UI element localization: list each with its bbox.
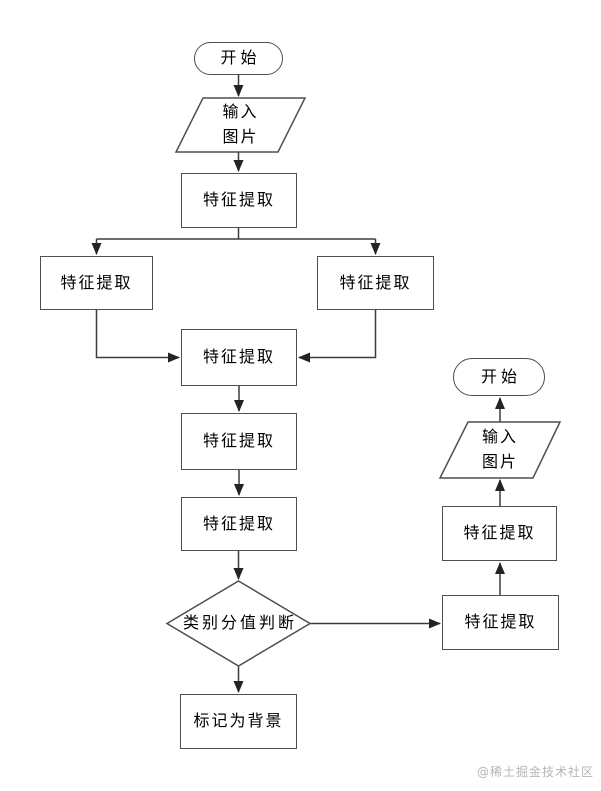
feature-extract-label-left: 特征提取 <box>60 272 133 292</box>
arrow-right-box-to-merge <box>298 310 377 363</box>
input-parallelogram-side <box>438 421 562 479</box>
feature-extract-label-3: 特征提取 <box>202 513 275 533</box>
input-parallelogram-main <box>174 97 307 153</box>
feature-extract-label-merge: 特征提取 <box>202 347 275 367</box>
feature-extract-box-3: 特征提取 <box>181 497 297 551</box>
start-terminator-side: 开始 <box>453 358 545 396</box>
feature-extract-box-side-upper: 特征提取 <box>442 506 557 561</box>
feature-extract-label-2: 特征提取 <box>202 431 275 451</box>
feature-extract-box-left: 特征提取 <box>40 256 153 310</box>
feature-extract-box-2: 特征提取 <box>181 413 297 470</box>
watermark-text: @稀土掘金技术社区 <box>476 765 594 779</box>
decision-diamond <box>165 580 312 667</box>
feature-extract-box-right: 特征提取 <box>317 256 434 310</box>
feature-extract-label-right: 特征提取 <box>339 272 412 292</box>
feature-extract-box-side-lower: 特征提取 <box>442 595 559 650</box>
start-label-side: 开始 <box>480 366 521 386</box>
feature-extract-box-merge: 特征提取 <box>181 329 297 386</box>
arrow-left-box-to-merge <box>95 310 180 363</box>
feature-extract-label-side-lower: 特征提取 <box>464 612 537 632</box>
start-terminator-main: 开始 <box>194 42 283 75</box>
feature-extract-box-1: 特征提取 <box>181 173 297 228</box>
feature-extract-label-side-upper: 特征提取 <box>463 523 536 543</box>
start-label-main: 开始 <box>220 48 261 68</box>
mark-background-label: 标记为背景 <box>193 711 284 731</box>
feature-extract-label-1: 特征提取 <box>202 190 275 210</box>
mark-background-box: 标记为背景 <box>180 694 297 749</box>
